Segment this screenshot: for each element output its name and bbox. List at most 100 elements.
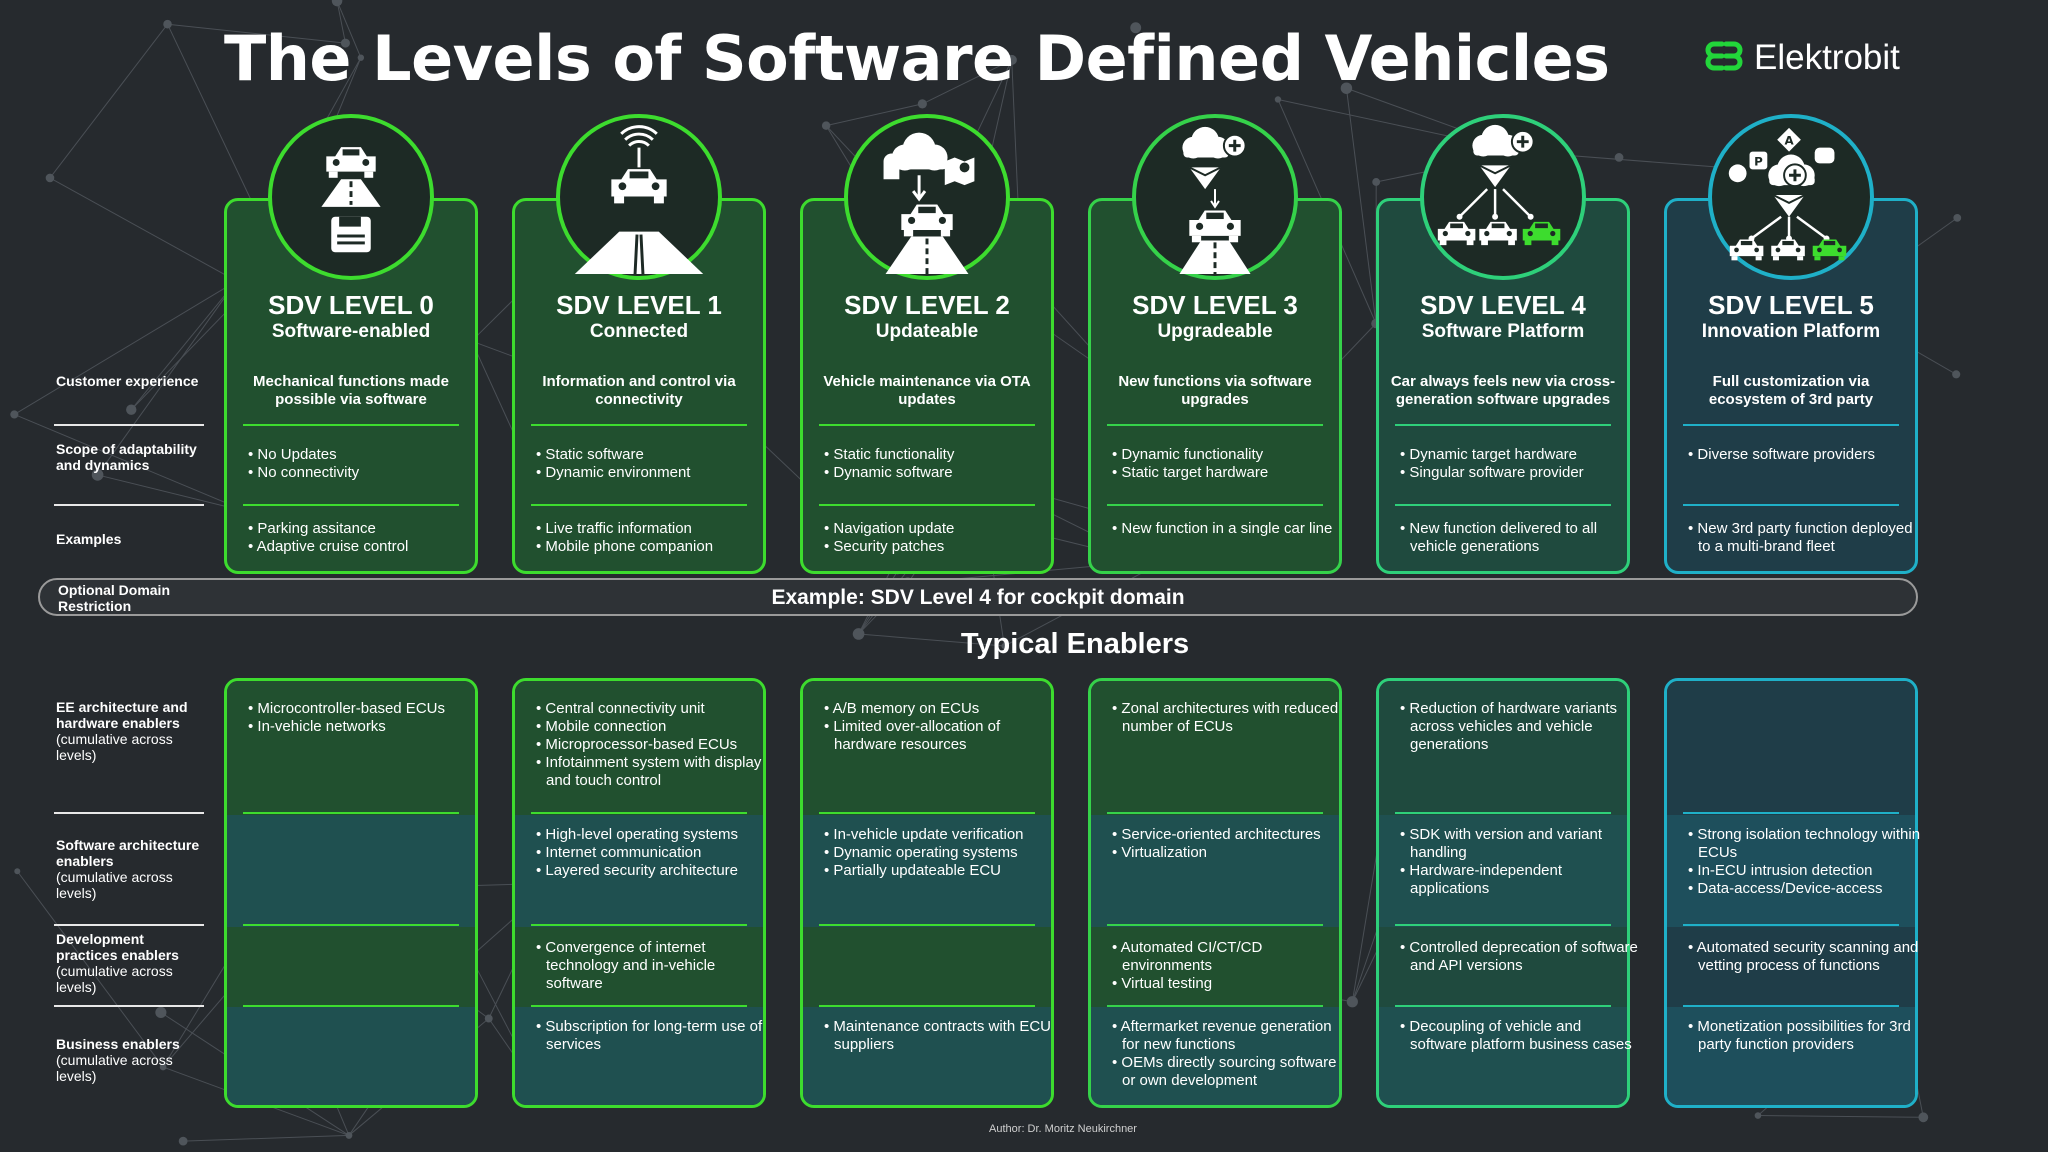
list-item: In-vehicle update verification xyxy=(824,826,1064,844)
level-subtitle: Software-enabled xyxy=(271,321,431,342)
list-item: Layered security architecture xyxy=(536,862,776,880)
row-divider xyxy=(1395,1005,1611,1007)
ee-enablers-list: Central connectivity unitMobile connecti… xyxy=(536,700,776,790)
level-title: SDV LEVEL 5 xyxy=(1708,290,1874,320)
list-item: Controlled deprecation of software and A… xyxy=(1400,939,1640,975)
row-divider xyxy=(531,924,747,926)
list-item: Live traffic information xyxy=(536,520,776,538)
row-label-business-title: Business enablers xyxy=(56,1036,180,1052)
scope-list: Diverse software providers xyxy=(1688,446,1928,464)
list-item: Static functionality xyxy=(824,446,1064,464)
row-divider xyxy=(531,812,747,814)
ee-enablers-list: A/B memory on ECUsLimited over-allocatio… xyxy=(824,700,1064,754)
list-item: Mobile connection xyxy=(536,718,776,736)
row-divider xyxy=(1395,504,1611,506)
list-item: No Updates xyxy=(248,446,488,464)
software-enablers-list: Strong isolation technology within ECUsI… xyxy=(1688,826,1928,898)
scope-list: Dynamic target hardwareSingular software… xyxy=(1400,446,1640,482)
level-subtitle: Upgradeable xyxy=(1157,321,1273,342)
list-item: Security patches xyxy=(824,538,1064,556)
enabler-band xyxy=(227,1007,475,1105)
car-on-road-with-floppy-disk-icon xyxy=(268,114,434,280)
svg-text:P: P xyxy=(1754,154,1763,168)
list-item: Parking assitance xyxy=(248,520,488,538)
row-divider xyxy=(531,504,747,506)
row-label-divider xyxy=(54,1005,204,1007)
connected-car-on-road-icon xyxy=(556,114,722,280)
scope-list: Static softwareDynamic environment xyxy=(536,446,776,482)
enabler-band xyxy=(803,927,1051,1007)
scope-list: Dynamic functionalityStatic target hardw… xyxy=(1112,446,1352,482)
list-item: Dynamic software xyxy=(824,464,1064,482)
row-divider xyxy=(1395,424,1611,426)
list-item: Internet communication xyxy=(536,844,776,862)
author-credit: Author: Dr. Moritz Neukirchner xyxy=(989,1123,1137,1135)
development-enablers-list: Automated CI/CT/CD environmentsVirtual t… xyxy=(1112,939,1352,993)
level-subtitle: Connected xyxy=(589,321,689,342)
svg-text:A: A xyxy=(1784,134,1794,148)
list-item: Hardware-independent applications xyxy=(1400,862,1640,898)
row-divider xyxy=(243,812,459,814)
list-item: Strong isolation technology within ECUs xyxy=(1688,826,1928,862)
business-enablers-list: Decoupling of vehicle and software platf… xyxy=(1400,1018,1640,1054)
row-divider xyxy=(819,1005,1035,1007)
list-item: A/B memory on ECUs xyxy=(824,700,1064,718)
list-item: Convergence of internet technology and i… xyxy=(536,939,776,993)
row-label-examples: Examples xyxy=(56,531,122,547)
level-title: SDV LEVEL 1 xyxy=(556,290,722,320)
domain-example-text: Example: SDV Level 4 for cockpit domain xyxy=(771,586,1185,609)
row-divider xyxy=(1107,1005,1323,1007)
row-divider xyxy=(1107,812,1323,814)
list-item: Microcontroller-based ECUs xyxy=(248,700,488,718)
list-item: Subscription for long-term use of servic… xyxy=(536,1018,776,1054)
row-label-software: Software architecture enablers(cumulativ… xyxy=(56,837,216,901)
row-divider xyxy=(243,1005,459,1007)
row-label-domain: Optional Domain Restriction xyxy=(58,582,170,614)
customer-experience-text: Full customization via ecosystem of 3rd … xyxy=(1708,373,1874,408)
row-divider xyxy=(1395,924,1611,926)
list-item: Limited over-allocation of hardware reso… xyxy=(824,718,1064,754)
row-label-software-note: (cumulative across levels) xyxy=(56,869,173,901)
row-divider xyxy=(1107,504,1323,506)
row-divider xyxy=(531,1005,747,1007)
customer-experience-text: Mechanical functions made possible via s… xyxy=(253,373,449,408)
examples-list: New function in a single car line xyxy=(1112,520,1352,538)
software-enablers-list: Service-oriented architecturesVirtualiza… xyxy=(1112,826,1352,862)
business-enablers-list: Subscription for long-term use of servic… xyxy=(536,1018,776,1054)
list-item: New function in a single car line xyxy=(1112,520,1352,538)
list-item: Reduction of hardware variants across ve… xyxy=(1400,700,1640,754)
level-subtitle: Updateable xyxy=(875,321,979,342)
list-item: Partially updateable ECU xyxy=(824,862,1064,880)
list-item: Decoupling of vehicle and software platf… xyxy=(1400,1018,1640,1054)
row-label-ee: EE architecture and hardware enablers(cu… xyxy=(56,699,216,763)
row-divider xyxy=(819,812,1035,814)
list-item: New 3rd party function deployed to a mul… xyxy=(1688,520,1928,556)
row-divider xyxy=(531,424,747,426)
customer-experience-text: New functions via software upgrades xyxy=(1118,373,1312,408)
examples-list: New function delivered to all vehicle ge… xyxy=(1400,520,1640,556)
row-label-ee-title: EE architecture and hardware enablers xyxy=(56,699,188,731)
development-enablers-list: Automated security scanning and vetting … xyxy=(1688,939,1928,975)
row-label-customer-experience: Customer experience xyxy=(56,373,199,389)
list-item: SDK with version and variant handling xyxy=(1400,826,1640,862)
list-item: Diverse software providers xyxy=(1688,446,1928,464)
enablers-heading: Typical Enablers xyxy=(960,628,1190,660)
customer-experience-text: Car always feels new via cross-generatio… xyxy=(1390,373,1616,408)
level-title: SDV LEVEL 4 xyxy=(1420,290,1586,320)
row-label-divider xyxy=(54,424,204,426)
domain-restriction-bar: Optional Domain Restriction Example: SDV… xyxy=(38,578,1918,616)
list-item: New function delivered to all vehicle ge… xyxy=(1400,520,1640,556)
ee-enablers-list: Zonal architectures with reduced number … xyxy=(1112,700,1352,736)
row-divider xyxy=(1683,924,1899,926)
enabler-band xyxy=(1667,681,1915,815)
row-divider xyxy=(1395,812,1611,814)
level-subtitle: Innovation Platform xyxy=(1701,321,1881,342)
list-item: Central connectivity unit xyxy=(536,700,776,718)
list-item: Automated CI/CT/CD environments xyxy=(1112,939,1352,975)
row-label-ee-note: (cumulative across levels) xyxy=(56,731,173,763)
list-item: Virtual testing xyxy=(1112,975,1352,993)
enabler-band xyxy=(227,815,475,927)
cloud-platform-multi-car-icon xyxy=(1420,114,1586,280)
row-divider xyxy=(819,424,1035,426)
